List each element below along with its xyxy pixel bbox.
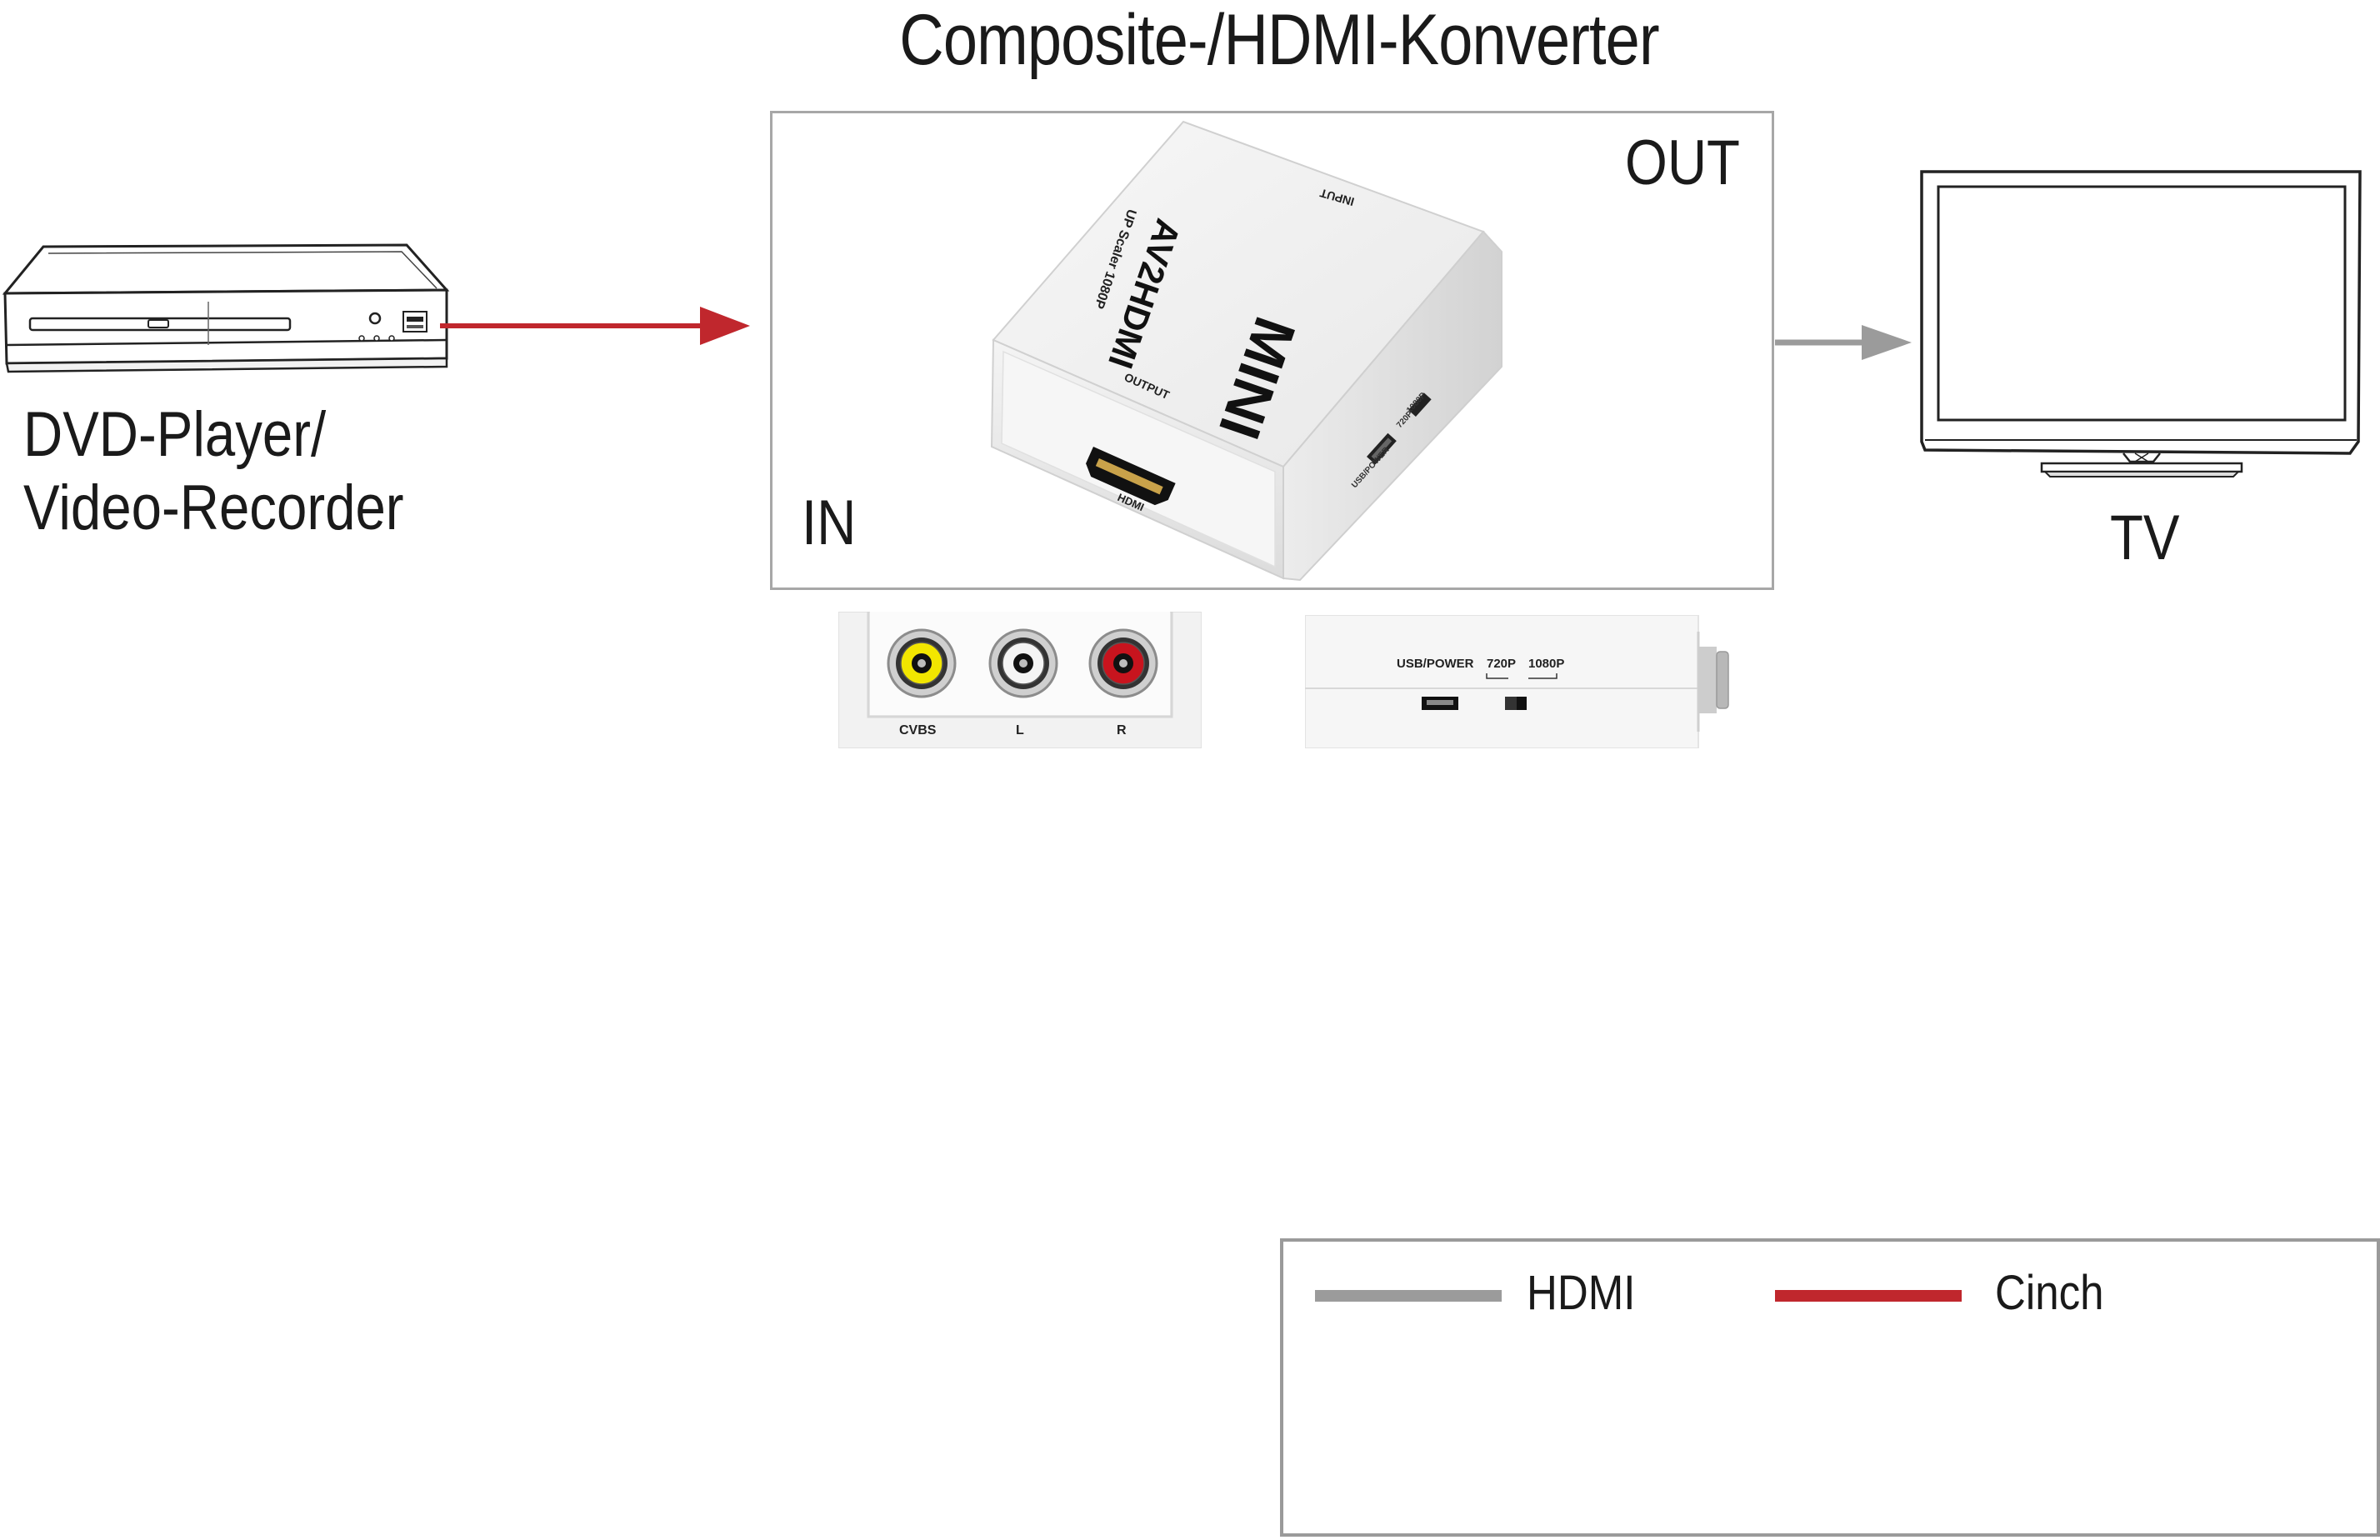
out-label: OUT: [1625, 128, 1740, 198]
source-label-line-2: Video-Recorder: [23, 472, 404, 543]
source-device-label: DVD-Player/ Video-Recorder: [23, 398, 404, 545]
side-usb-power-label: USB/POWER: [1397, 657, 1474, 671]
rca-jack-panel: CVBS L R: [838, 611, 1202, 749]
source-label-line-1: DVD-Player/: [23, 399, 327, 470]
tv-illustration: [1917, 167, 2367, 487]
converter-device-illustration: MINI AV2HDMI UP Scaler 1080P INPUT OUTPU…: [983, 117, 1517, 583]
rca-jack-cvbs: [887, 628, 957, 698]
in-label: IN: [802, 488, 857, 558]
diagram-title: Composite-/HDMI-Konverter: [899, 0, 1659, 80]
legend-box: [1280, 1238, 2380, 1537]
tv-label: TV: [2110, 502, 2180, 573]
rca-label-r: R: [1117, 723, 1127, 738]
legend-cinch-label: Cinch: [1995, 1266, 2104, 1320]
rca-label-cvbs: CVBS: [899, 723, 937, 738]
dvd-player-illustration: [0, 242, 454, 375]
legend-cinch-line: [1775, 1290, 1962, 1302]
rca-label-l: L: [1016, 723, 1024, 738]
rca-jack-l: [988, 628, 1058, 698]
legend-hdmi-line: [1315, 1290, 1502, 1302]
legend-hdmi-label: HDMI: [1527, 1266, 1636, 1320]
hdmi-connection-arrow: [1775, 322, 1917, 363]
rca-jack-r: [1088, 628, 1158, 698]
side-1080p-label: 1080P: [1528, 657, 1565, 671]
side-720p-label: 720P: [1487, 657, 1517, 671]
side-port-panel: USB/POWER 720P 1080P: [1304, 614, 1738, 749]
cinch-connection-arrow: [440, 303, 757, 348]
